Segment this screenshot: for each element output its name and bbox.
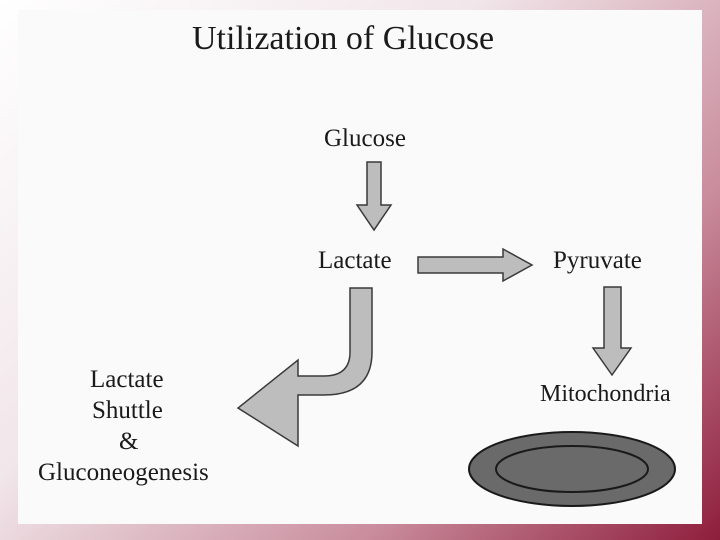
arrow-pyruvate-to-mitochondria: [593, 287, 631, 375]
arrow-lactate-to-shuttle: [238, 288, 372, 446]
arrow-glucose-to-lactate: [357, 162, 391, 230]
arrow-lactate-to-pyruvate: [418, 249, 532, 281]
mitochondrion-outer: [469, 432, 675, 506]
